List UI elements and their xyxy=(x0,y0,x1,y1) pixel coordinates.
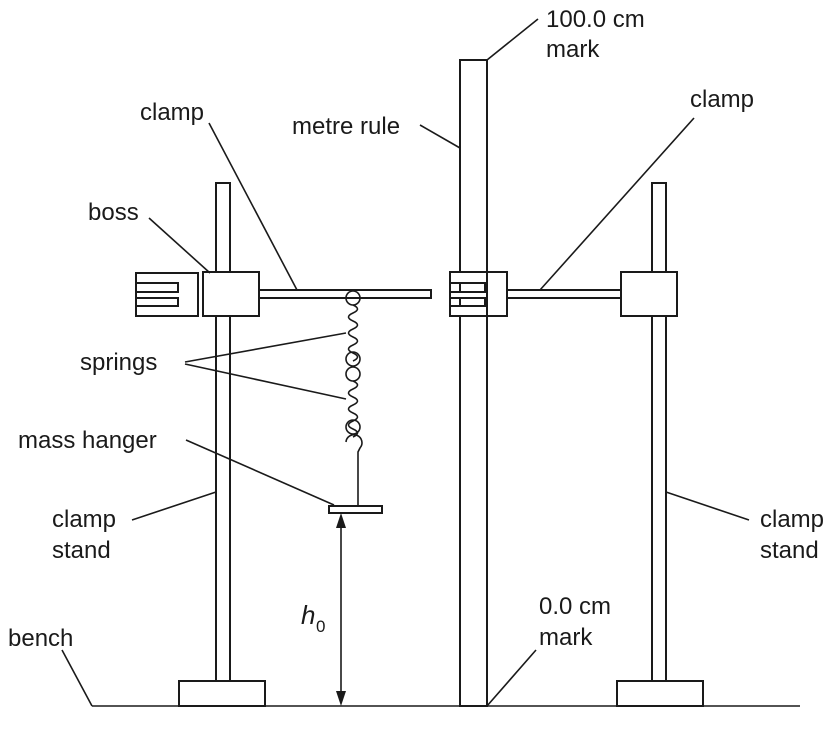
lower-spring xyxy=(347,380,359,438)
leader-spring-upper xyxy=(184,332,347,363)
label-0cm-mark: mark xyxy=(539,624,593,651)
leader-spring-lower xyxy=(184,363,347,400)
right-jaw-back xyxy=(486,271,508,317)
metre-rule xyxy=(459,59,488,707)
leader-lines xyxy=(61,18,750,707)
right-clamp-stand xyxy=(616,182,704,707)
leader-clamp-left xyxy=(208,122,298,291)
spring-link-3 xyxy=(345,419,361,435)
hanger-plate xyxy=(328,505,383,514)
label-clamp-right: clamp xyxy=(690,86,754,113)
label-springs: springs xyxy=(80,349,157,376)
label-bench: bench xyxy=(8,625,73,652)
spring-link-2 xyxy=(345,366,361,382)
right-stand-rod xyxy=(651,182,667,682)
leader-boss xyxy=(148,217,211,274)
left-clamp-jaw xyxy=(135,272,199,317)
label-clamp-stand-right-2: stand xyxy=(760,537,819,564)
label-clamp-stand-left-1: clamp xyxy=(52,506,116,533)
leader-0cm xyxy=(486,649,537,707)
left-stand-rod xyxy=(215,182,231,682)
labels: 100.0 cm mark clamp metre rule clamp bos… xyxy=(8,6,824,652)
label-boss: boss xyxy=(88,199,139,226)
hanger-hook xyxy=(345,433,363,506)
height-arrow-head-top xyxy=(336,513,346,528)
leader-clamp-stand-right xyxy=(665,491,750,521)
label-clamp-stand-right-1: clamp xyxy=(760,506,824,533)
left-clamp-arm xyxy=(258,289,432,299)
leader-metre-rule xyxy=(419,124,461,149)
leader-bench xyxy=(61,649,93,707)
label-mass-hanger: mass hanger xyxy=(18,427,157,454)
height-arrow-head-bottom xyxy=(336,691,346,706)
leader-mass-hanger xyxy=(185,439,335,506)
label-100cm: 100.0 cm xyxy=(546,6,645,33)
right-clamp-arm xyxy=(506,289,622,299)
left-clamp xyxy=(135,271,432,317)
left-boss xyxy=(202,271,260,317)
right-boss xyxy=(620,271,678,317)
right-stand-base xyxy=(616,680,704,707)
height-arrow xyxy=(336,513,346,706)
leader-clamp-stand-left xyxy=(131,491,217,521)
label-clamp-left: clamp xyxy=(140,99,204,126)
label-height-subscript: 0 xyxy=(316,617,325,636)
label-height-symbol: h xyxy=(301,600,315,630)
label-clamp-stand-left-2: stand xyxy=(52,537,111,564)
spring-assembly xyxy=(328,290,383,514)
left-stand-base xyxy=(178,680,266,707)
label-0cm: 0.0 cm xyxy=(539,593,611,620)
leader-clamp-right xyxy=(539,117,695,291)
label-metre-rule: metre rule xyxy=(292,113,400,140)
label-100cm-mark: mark xyxy=(546,36,600,63)
leader-100cm xyxy=(486,18,539,61)
spring-link-1 xyxy=(345,351,361,367)
left-clamp-stand xyxy=(178,182,266,707)
